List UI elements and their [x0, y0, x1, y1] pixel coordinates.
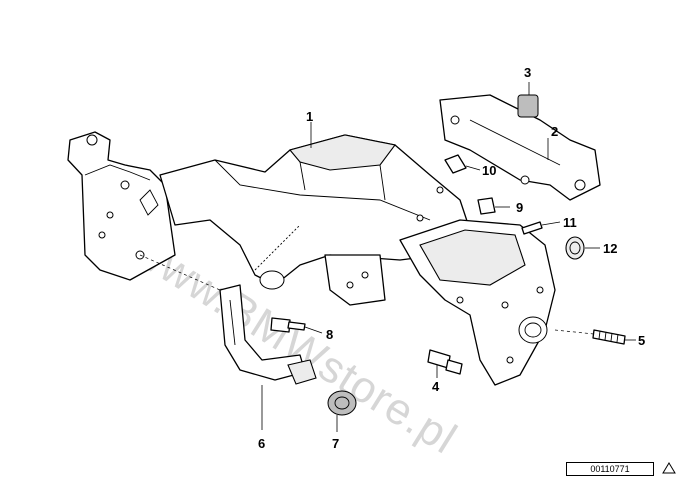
- cap-12: [565, 236, 600, 260]
- bracket-6: [139, 254, 317, 430]
- warning-triangle-icon: [662, 462, 676, 474]
- callout-12: 12: [603, 241, 618, 256]
- bolt-8: [270, 317, 323, 334]
- callout-1: 1: [306, 109, 314, 124]
- callout-9: 9: [516, 200, 524, 215]
- callout-4: 4: [432, 379, 440, 394]
- callout-11: 11: [563, 215, 577, 230]
- callout-5: 5: [638, 333, 646, 348]
- callout-2: 2: [551, 124, 559, 139]
- callout-3: 3: [524, 65, 532, 80]
- callout-6: 6: [258, 436, 266, 451]
- nut-9: [477, 197, 510, 215]
- lower-plate: [324, 254, 386, 306]
- swing-arm-main: [159, 134, 471, 290]
- rubber-bush-3: [517, 82, 539, 118]
- bolt-4: [427, 349, 463, 378]
- stud-5: [554, 329, 636, 345]
- gear-housing: [399, 219, 556, 386]
- part-code-label: 00110771: [566, 462, 654, 476]
- bolt-10: [444, 154, 481, 174]
- left-frame-plate: [67, 131, 176, 281]
- callout-7: 7: [332, 436, 340, 451]
- pin-11: [521, 221, 561, 235]
- callout-8: 8: [326, 327, 334, 342]
- rubber-mount-7: [327, 390, 357, 432]
- callout-10: 10: [482, 163, 497, 178]
